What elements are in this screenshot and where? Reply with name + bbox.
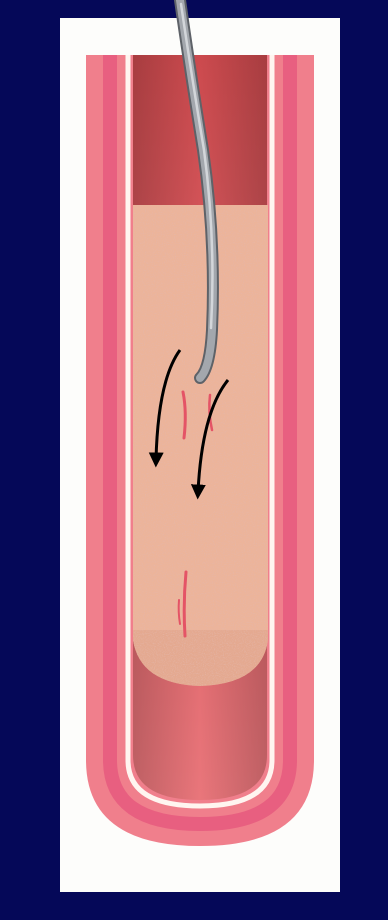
thrombus [133,205,268,690]
